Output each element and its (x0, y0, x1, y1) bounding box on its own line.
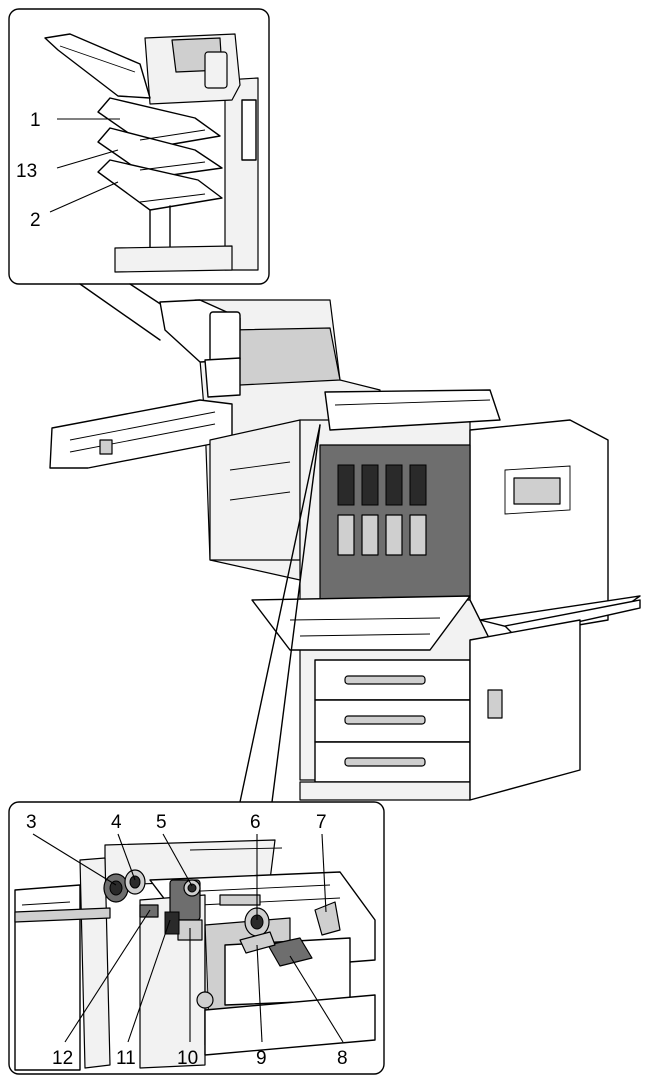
bottom-inset: 3 4 5 6 7 12 11 10 9 8 (8, 801, 385, 1075)
callout-11: 11 (116, 1048, 136, 1069)
callout-4: 4 (111, 812, 122, 833)
callout-12: 12 (52, 1048, 73, 1069)
finisher-body-inset (44, 33, 259, 273)
lever-9 (239, 931, 276, 954)
paper-drawers (314, 659, 471, 783)
callout-8: 8 (337, 1048, 348, 1069)
callout-9: 9 (256, 1048, 267, 1069)
callout-2: 2 (30, 210, 41, 231)
lever-5 (169, 879, 201, 921)
callout-5: 5 (156, 812, 167, 833)
callout-3: 3 (26, 812, 37, 833)
knob-3 (103, 873, 129, 903)
callout-6: 6 (250, 812, 261, 833)
knob-6 (244, 907, 270, 937)
main-machine (49, 299, 641, 803)
lever-7 (314, 901, 341, 936)
top-inset: 1 13 2 (8, 8, 270, 341)
front-door (251, 595, 471, 651)
callout-10: 10 (177, 1048, 198, 1069)
callout-1: 1 (30, 110, 41, 131)
part-8 (267, 937, 313, 967)
callout-13: 13 (16, 161, 37, 182)
finisher-door (49, 399, 233, 469)
callout-7: 7 (316, 812, 327, 833)
knob-4 (124, 869, 146, 895)
part-11 (164, 911, 180, 935)
toner-cartridges (337, 464, 427, 556)
